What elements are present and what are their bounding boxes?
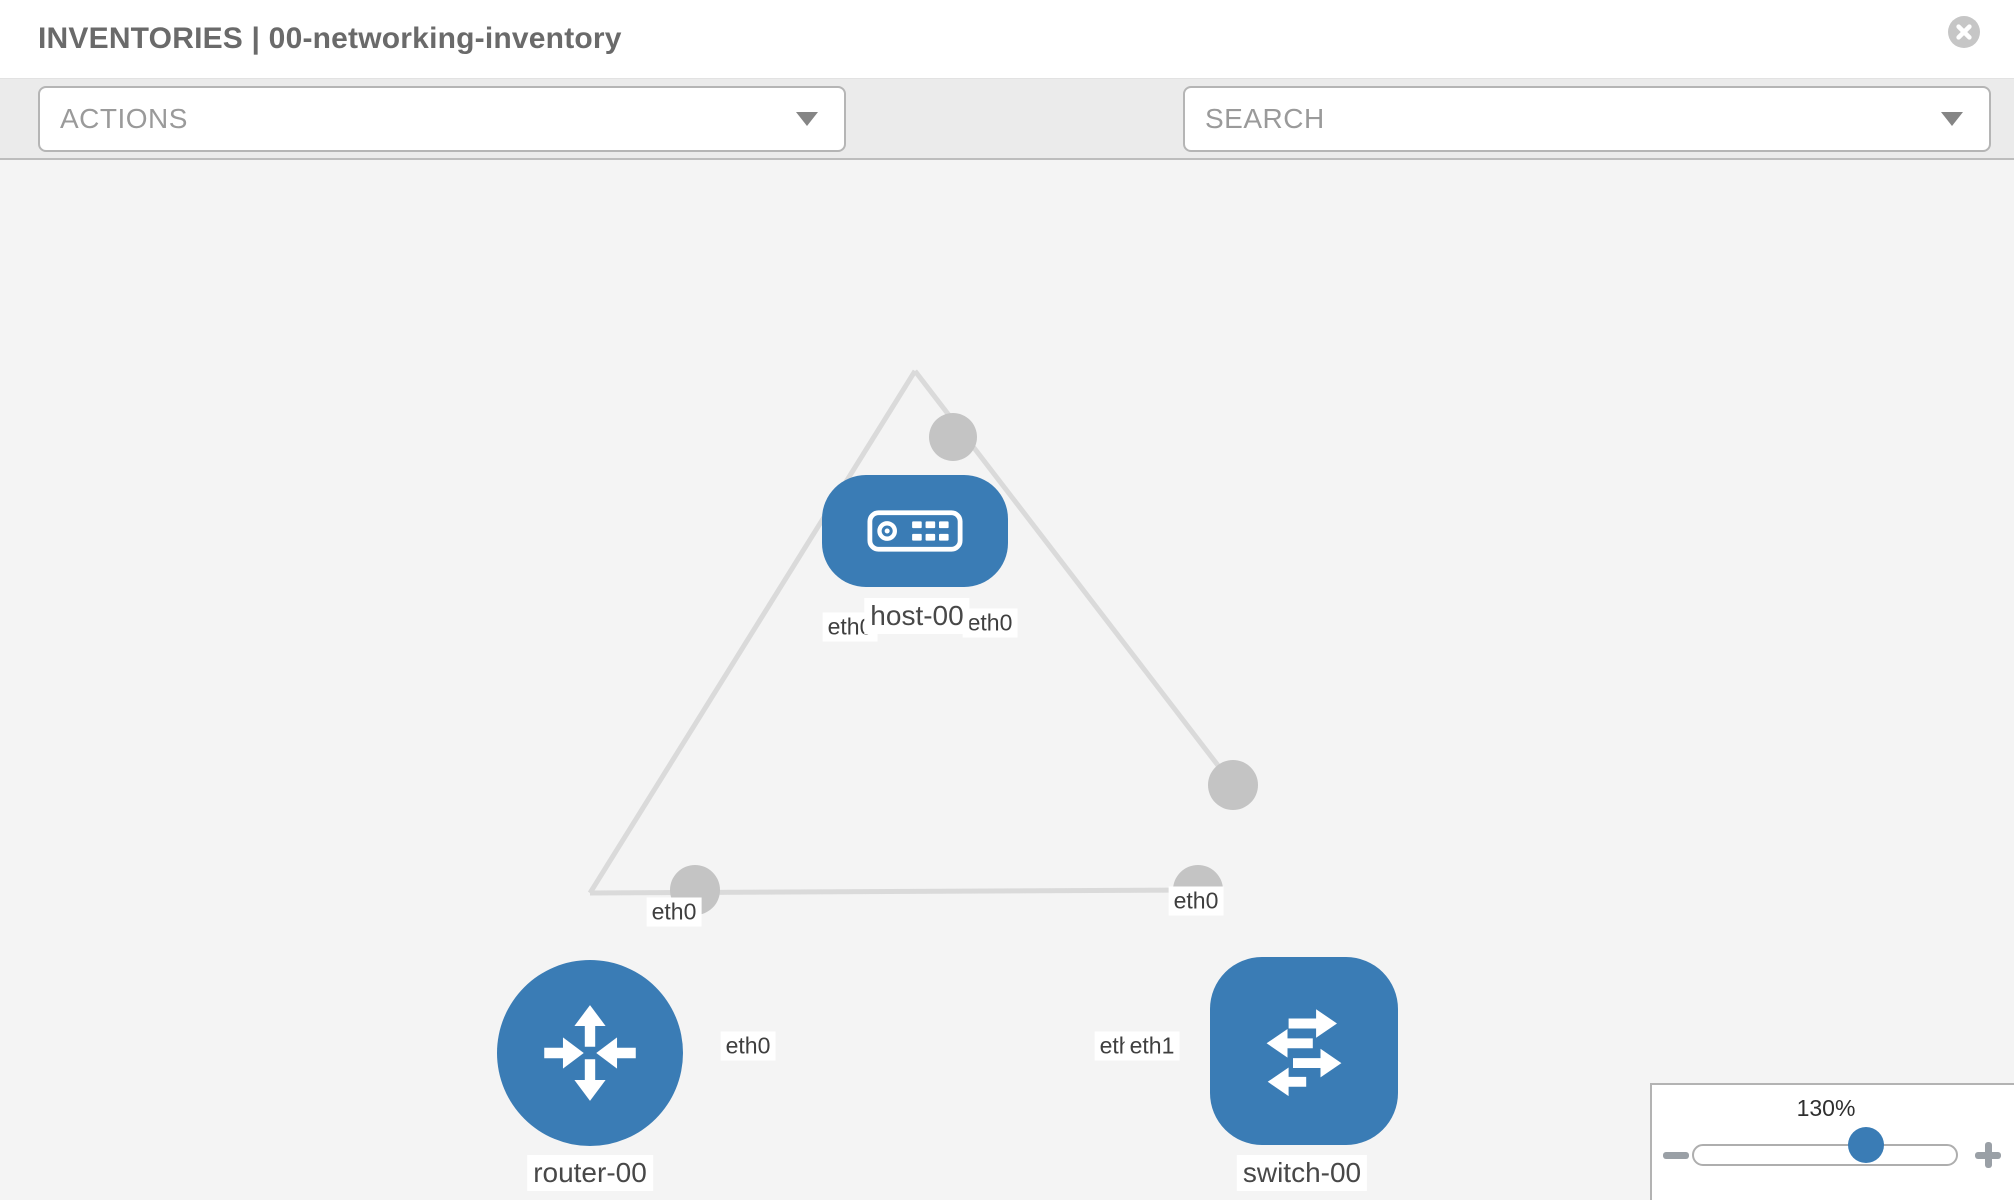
interface-endpoint-host [929, 413, 977, 461]
search-dropdown[interactable]: SEARCH [1183, 86, 1991, 152]
page-title: INVENTORIES | 00-networking-inventory [38, 22, 622, 55]
topology-links-layer [587, 369, 1258, 915]
topology-canvas[interactable]: eth0 eth0 eth0 eth0 eth0 eth0 eth1 host-… [0, 160, 2014, 1200]
interface-label: eth1 [1124, 1031, 1180, 1061]
link-host-router[interactable] [587, 369, 918, 895]
close-button[interactable] [1948, 16, 1980, 48]
interface-label: eth0 [962, 608, 1018, 638]
zoom-level-value: 130% [1796, 1095, 1856, 1121]
close-icon [1956, 24, 1972, 40]
zoom-out-button[interactable] [1662, 1141, 1690, 1169]
node-name-switch: switch-00 [1236, 1155, 1368, 1191]
actions-dropdown[interactable]: ACTIONS [38, 86, 846, 152]
zoom-control-panel: 130% [1650, 1083, 2014, 1200]
chevron-down-icon [1941, 112, 1963, 126]
search-dropdown-label: SEARCH [1205, 103, 1325, 134]
header-bar: INVENTORIES | 00-networking-inventory [0, 0, 2014, 79]
host-icon [867, 510, 963, 552]
node-host-00[interactable] [822, 475, 1008, 587]
toolbar: ACTIONS SEARCH [0, 79, 2014, 215]
actions-dropdown-label: ACTIONS [60, 103, 188, 134]
node-name-router: router-00 [527, 1155, 653, 1191]
node-switch-00[interactable] [1210, 957, 1398, 1145]
zoom-slider-track[interactable] [1692, 1144, 1958, 1166]
chevron-down-icon [796, 112, 818, 126]
node-router-00[interactable] [497, 960, 683, 1146]
switch-icon [1266, 1009, 1342, 1097]
router-icon [544, 1005, 636, 1101]
interface-endpoint-switch-top [1208, 760, 1258, 810]
zoom-in-button[interactable] [1974, 1141, 2002, 1169]
interface-label: eth0 [720, 1031, 776, 1061]
interface-label: eth0 [1168, 886, 1224, 916]
interface-label: eth0 [646, 897, 702, 927]
node-name-host: host-00 [864, 598, 970, 634]
zoom-slider-thumb[interactable] [1848, 1127, 1884, 1163]
